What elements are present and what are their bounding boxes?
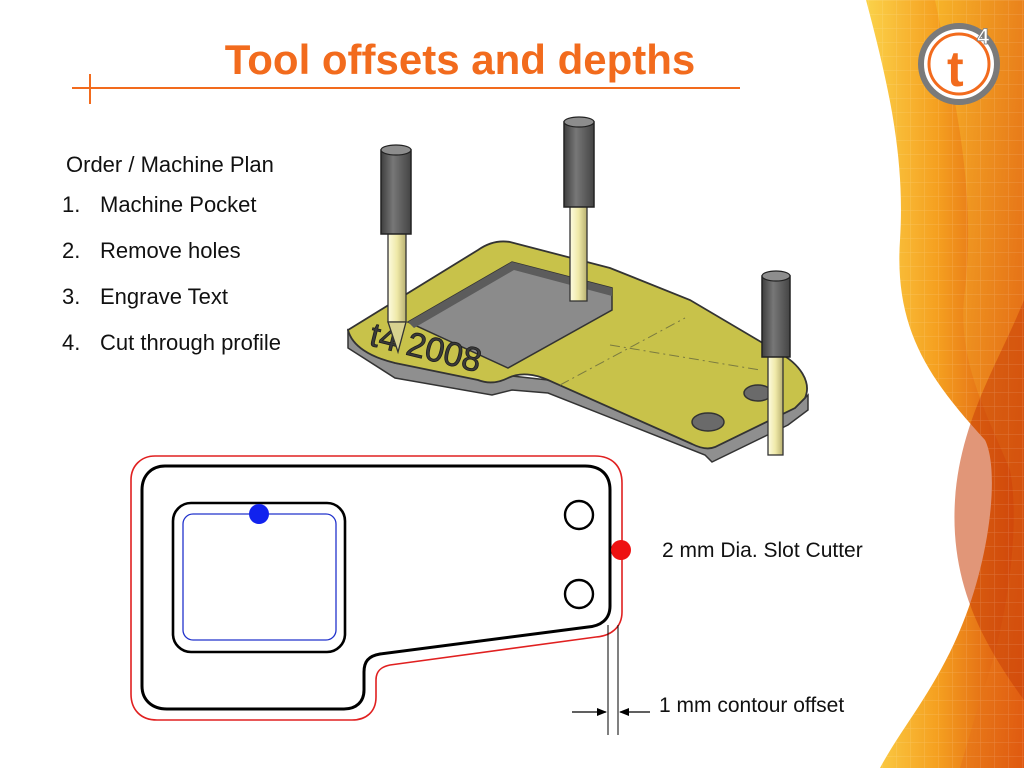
engraving-tool <box>380 144 412 355</box>
pocket-tool-marker <box>249 504 269 524</box>
machine-plan: Order / Machine Plan 1. Machine Pocket 2… <box>62 152 362 376</box>
t4-logo: t 4 <box>915 18 1005 113</box>
plan-item-number: 3. <box>62 284 81 309</box>
hole <box>563 499 595 531</box>
pocket-toolpath <box>182 513 337 641</box>
pocket-outline <box>171 501 347 654</box>
plan-heading: Order / Machine Plan <box>66 152 274 177</box>
offset-contour <box>130 455 623 721</box>
plan-item-number: 4. <box>62 330 81 355</box>
logo-superscript: 4 <box>977 24 990 49</box>
slide-title: Tool offsets and depths <box>224 36 696 83</box>
logo-letter: t <box>947 41 964 97</box>
plan-item-number: 2. <box>62 238 81 263</box>
pocket <box>406 261 613 369</box>
hole <box>563 578 595 610</box>
contour-offset-label: 1 mm contour offset <box>659 694 845 717</box>
part-profile <box>140 464 612 711</box>
plan-item-label: Machine Pocket <box>100 192 257 217</box>
plan-item-label: Engrave Text <box>100 284 229 309</box>
plan-item: 4. Cut through profile <box>62 330 362 376</box>
plan-item-label: Remove holes <box>100 238 241 263</box>
plan-item-number: 1. <box>62 192 81 217</box>
slot-cutter-label: 2 mm Dia. Slot Cutter <box>662 539 863 562</box>
plan-list: 1. Machine Pocket 2. Remove holes 3. Eng… <box>62 192 362 376</box>
drill-tool <box>563 116 595 302</box>
slot-cutter-marker <box>611 540 631 560</box>
plan-item-label: Cut through profile <box>100 330 281 355</box>
slot-cutter-tool <box>761 270 791 456</box>
pocket-wall <box>408 262 612 328</box>
plan-item: 2. Remove holes <box>62 238 362 284</box>
hole <box>691 412 725 432</box>
plan-item: 1. Machine Pocket <box>62 192 362 238</box>
plan-item: 3. Engrave Text <box>62 284 362 330</box>
